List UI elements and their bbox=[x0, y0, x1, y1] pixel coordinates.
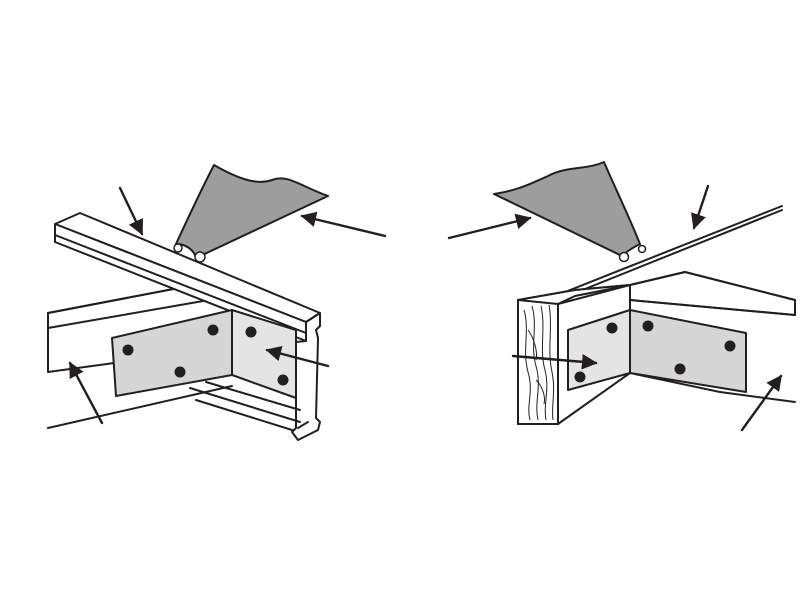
arrow-icon bbox=[691, 184, 710, 230]
right-panel bbox=[447, 161, 796, 432]
hole bbox=[606, 322, 618, 334]
left-panel bbox=[47, 164, 387, 441]
hole bbox=[207, 324, 219, 336]
hole bbox=[724, 340, 736, 352]
left-fastener-head-2 bbox=[173, 243, 183, 253]
left-fastener-head bbox=[194, 251, 206, 263]
left-membrane-sheet bbox=[175, 164, 329, 259]
right-angle-bracket bbox=[567, 309, 747, 393]
hole bbox=[277, 374, 289, 386]
left-upper-member bbox=[54, 212, 321, 441]
arrow-icon bbox=[68, 361, 104, 425]
hole bbox=[245, 326, 257, 338]
left-angle-bracket bbox=[111, 309, 297, 399]
arrow-icon bbox=[265, 346, 330, 368]
arrow-icon bbox=[511, 354, 598, 370]
right-upper-member bbox=[554, 205, 783, 297]
hole bbox=[574, 371, 586, 383]
arrow-icon bbox=[740, 374, 783, 432]
hole bbox=[174, 366, 186, 378]
right-membrane-sheet bbox=[493, 161, 641, 257]
hole bbox=[674, 363, 686, 375]
arrow-icon bbox=[300, 211, 387, 238]
right-fastener-head-2 bbox=[637, 244, 647, 254]
right-fastener-head bbox=[618, 251, 630, 263]
hole bbox=[122, 344, 134, 356]
arrow-icon bbox=[447, 213, 532, 240]
arrow-icon bbox=[118, 186, 144, 236]
hole bbox=[642, 320, 654, 332]
